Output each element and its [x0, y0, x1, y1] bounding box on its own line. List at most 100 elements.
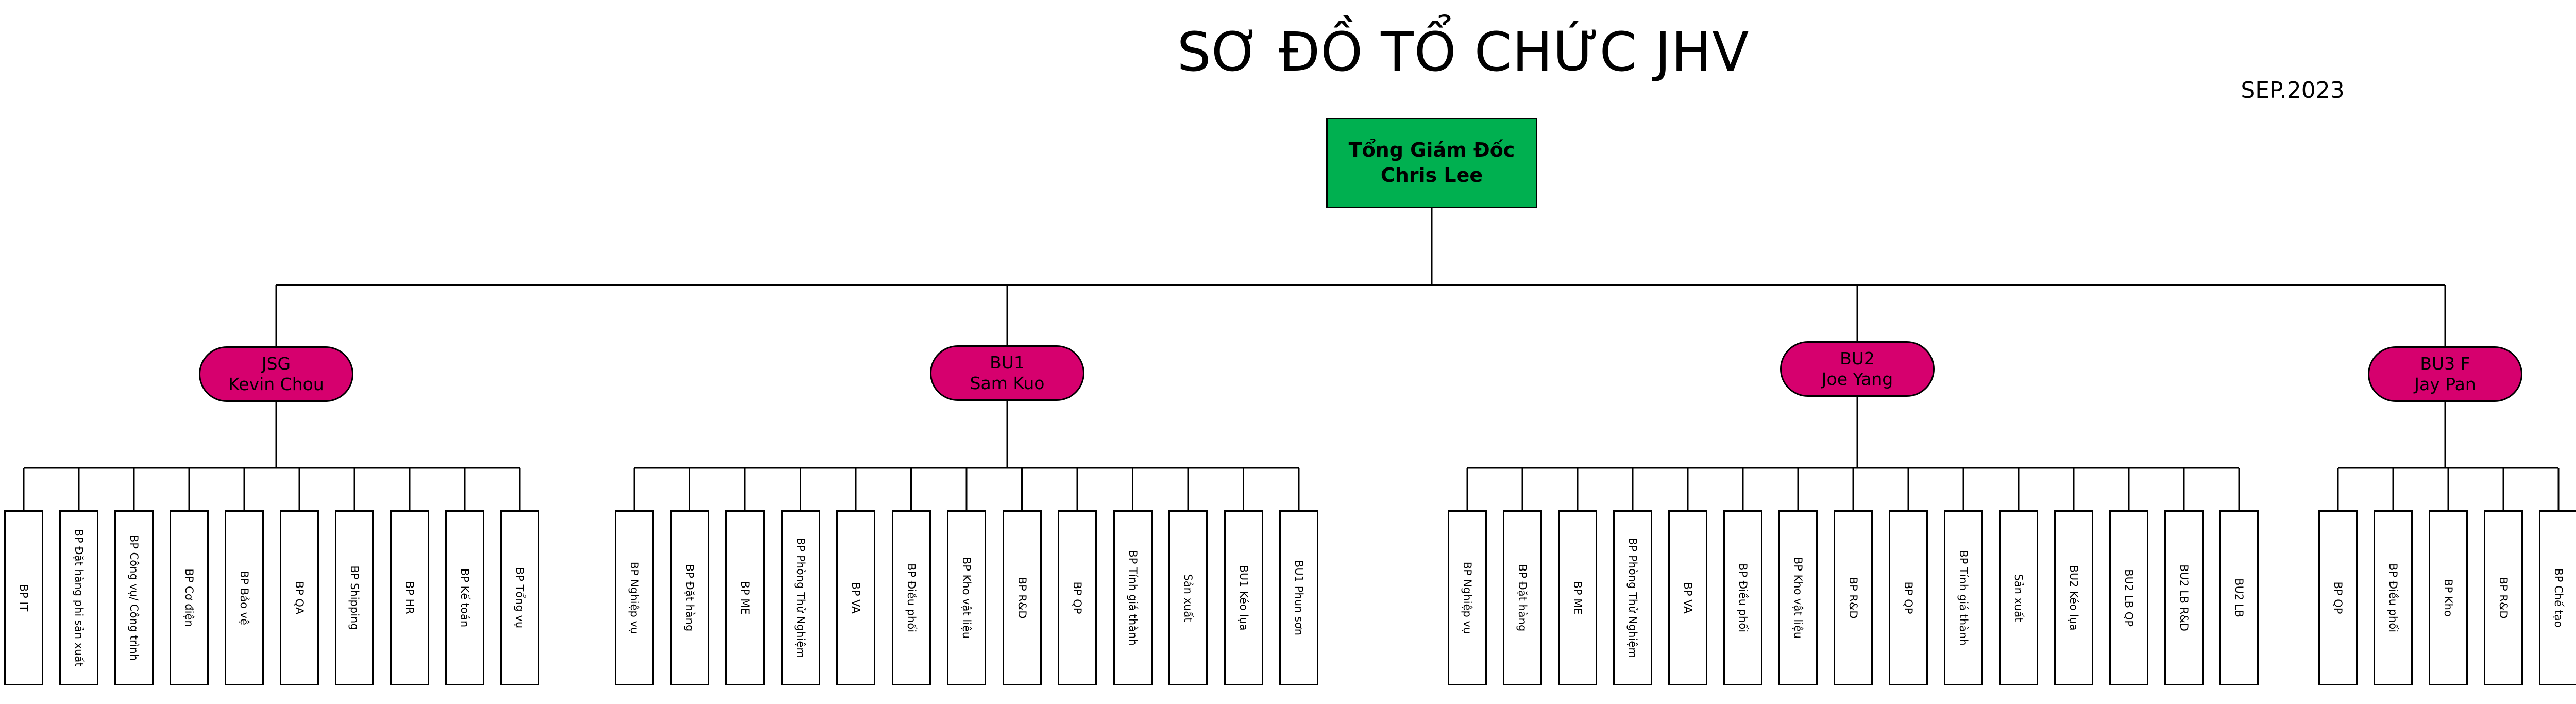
department-box[interactable]: Sản xuất — [1168, 510, 1208, 685]
department-box[interactable]: BU1 Kéo lụa — [1224, 510, 1263, 685]
department-box[interactable]: BP QA — [280, 510, 319, 685]
department-label: BP Điều phối — [1737, 563, 1749, 633]
department-label: BP Kho vật liệu — [960, 557, 973, 639]
chart-date: SEP.2023 — [2241, 77, 2345, 104]
department-box[interactable]: Sản xuất — [1999, 510, 2038, 685]
department-label: BP QP — [1071, 581, 1083, 614]
unit-code: BU1 — [990, 353, 1025, 373]
department-label: BP Bảo vệ — [238, 571, 250, 625]
unit-code: JSG — [261, 354, 291, 374]
department-label: BP Kho vật liệu — [1792, 557, 1804, 639]
department-label: BP Điều phối — [905, 563, 918, 633]
department-box[interactable]: BP Nghiệp vụ — [1448, 510, 1487, 685]
department-label: BP R&D — [1847, 577, 1859, 619]
department-label: BP R&D — [1015, 577, 1028, 619]
department-box[interactable]: BU2 LB QP — [2109, 510, 2148, 685]
department-label: BP Đặt hàng — [683, 564, 696, 632]
department-box[interactable]: BU2 LB — [2219, 510, 2259, 685]
department-box[interactable]: BP ME — [725, 510, 765, 685]
department-label: BP Shipping — [348, 565, 361, 630]
department-box[interactable]: BP HR — [390, 510, 429, 685]
department-box[interactable]: BP QP — [1058, 510, 1097, 685]
department-label: BP R&D — [2497, 577, 2510, 619]
department-box[interactable]: BU1 Phun sơn — [1279, 510, 1318, 685]
department-box[interactable]: BP Kho vật liệu — [947, 510, 986, 685]
unit-head-name: Joe Yang — [1821, 369, 1893, 389]
department-box[interactable]: BP Cơ điện — [170, 510, 209, 685]
department-label: BP Nghiệp vụ — [1461, 561, 1473, 634]
unit-head-name: Jay Pan — [2414, 374, 2476, 394]
department-box[interactable]: BP Chế tạo — [2539, 510, 2576, 685]
department-box[interactable]: BP Điều phối — [891, 510, 931, 685]
department-label: Sản xuất — [1182, 574, 1194, 622]
department-label: BP Tổng vụ — [514, 567, 526, 629]
department-label: BP Cơ điện — [183, 568, 195, 627]
department-label: BP VA — [850, 582, 862, 614]
unit-head-name: Sam Kuo — [970, 373, 1045, 393]
department-box[interactable]: BP R&D — [1002, 510, 1042, 685]
department-box[interactable]: BP Điều phối — [2374, 510, 2413, 685]
department-label: BP Điều phối — [2387, 563, 2399, 633]
department-box[interactable]: BP Tính giá thành — [1944, 510, 1983, 685]
department-box[interactable]: BU2 Kéo lụa — [2054, 510, 2093, 685]
department-label: BP Đặt hàng phi sản xuất — [73, 529, 85, 667]
department-box[interactable]: BP Nghiệp vụ — [615, 510, 654, 685]
department-box[interactable]: BP R&D — [1834, 510, 1873, 685]
department-box[interactable]: BP Điều phối — [1723, 510, 1762, 685]
chart-title: SƠ ĐỒ TỔ CHỨC JHV — [1177, 21, 1750, 83]
department-label: BP HR — [403, 581, 416, 615]
department-box[interactable]: BP VA — [1668, 510, 1707, 685]
department-label: BP Kế toán — [459, 568, 471, 628]
department-label: Sản xuất — [2012, 574, 2025, 622]
unit-code: BU2 — [1840, 348, 1875, 369]
department-label: BP QP — [2332, 581, 2344, 614]
department-box[interactable]: BP Kho vật liệu — [1778, 510, 1818, 685]
department-label: BP QP — [1902, 581, 1914, 614]
department-label: BP Tính giá thành — [1957, 550, 1970, 646]
department-box[interactable]: BP Bảo vệ — [225, 510, 264, 685]
department-label: BP Chế tạo — [2552, 568, 2565, 628]
department-box[interactable]: BP Đặt hàng phi sản xuất — [59, 510, 98, 685]
unit-head-name: Kevin Chou — [228, 374, 324, 394]
department-label: BP QA — [293, 581, 306, 615]
department-box[interactable]: BP Shipping — [335, 510, 374, 685]
department-box[interactable]: BP Công vụ/ Công trình — [114, 510, 154, 685]
department-label: BP Phòng Thử Nghiệm — [1626, 538, 1639, 658]
department-box[interactable]: BP Phòng Thử Nghiệm — [781, 510, 820, 685]
department-box[interactable]: BP Đặt hàng — [1503, 510, 1542, 685]
department-box[interactable]: BP IT — [4, 510, 43, 685]
ceo-name: Chris Lee — [1380, 164, 1483, 187]
department-box[interactable]: BP Tính giá thành — [1113, 510, 1153, 685]
department-label: BP ME — [1571, 581, 1584, 615]
department-label: BP ME — [739, 581, 751, 615]
department-box[interactable]: BP R&D — [2484, 510, 2523, 685]
department-label: BP Nghiệp vụ — [628, 561, 640, 634]
department-label: BU2 LB R&D — [2178, 564, 2190, 631]
department-box[interactable]: BP QP — [1889, 510, 1928, 685]
department-box[interactable]: BP VA — [836, 510, 875, 685]
department-box[interactable]: BP Kế toán — [445, 510, 484, 685]
ceo-title: Tổng Giám Đốc — [1348, 138, 1515, 161]
department-box[interactable]: BP QP — [2318, 510, 2358, 685]
department-label: BP Kho — [2442, 579, 2454, 617]
department-label: BU2 LB QP — [2123, 569, 2135, 627]
department-box[interactable]: BU2 LB R&D — [2164, 510, 2204, 685]
department-box[interactable]: BP ME — [1558, 510, 1597, 685]
department-label: BP Đặt hàng — [1516, 564, 1529, 632]
department-label: BP VA — [1682, 582, 1694, 614]
department-label: BU2 LB — [2233, 578, 2245, 617]
department-label: BU1 Kéo lụa — [1237, 565, 1250, 631]
department-label: BP Tính giá thành — [1126, 550, 1139, 646]
department-box[interactable]: BP Phòng Thử Nghiệm — [1613, 510, 1652, 685]
department-box[interactable]: BP Đặt hàng — [670, 510, 709, 685]
department-box[interactable]: BP Kho — [2429, 510, 2468, 685]
department-label: BP Phòng Thử Nghiệm — [794, 538, 807, 658]
ceo-box[interactable]: Tổng Giám Đốc Chris Lee — [1326, 118, 1537, 208]
department-box[interactable]: BP Tổng vụ — [500, 510, 539, 685]
unit-code: BU3 F — [2420, 354, 2470, 374]
